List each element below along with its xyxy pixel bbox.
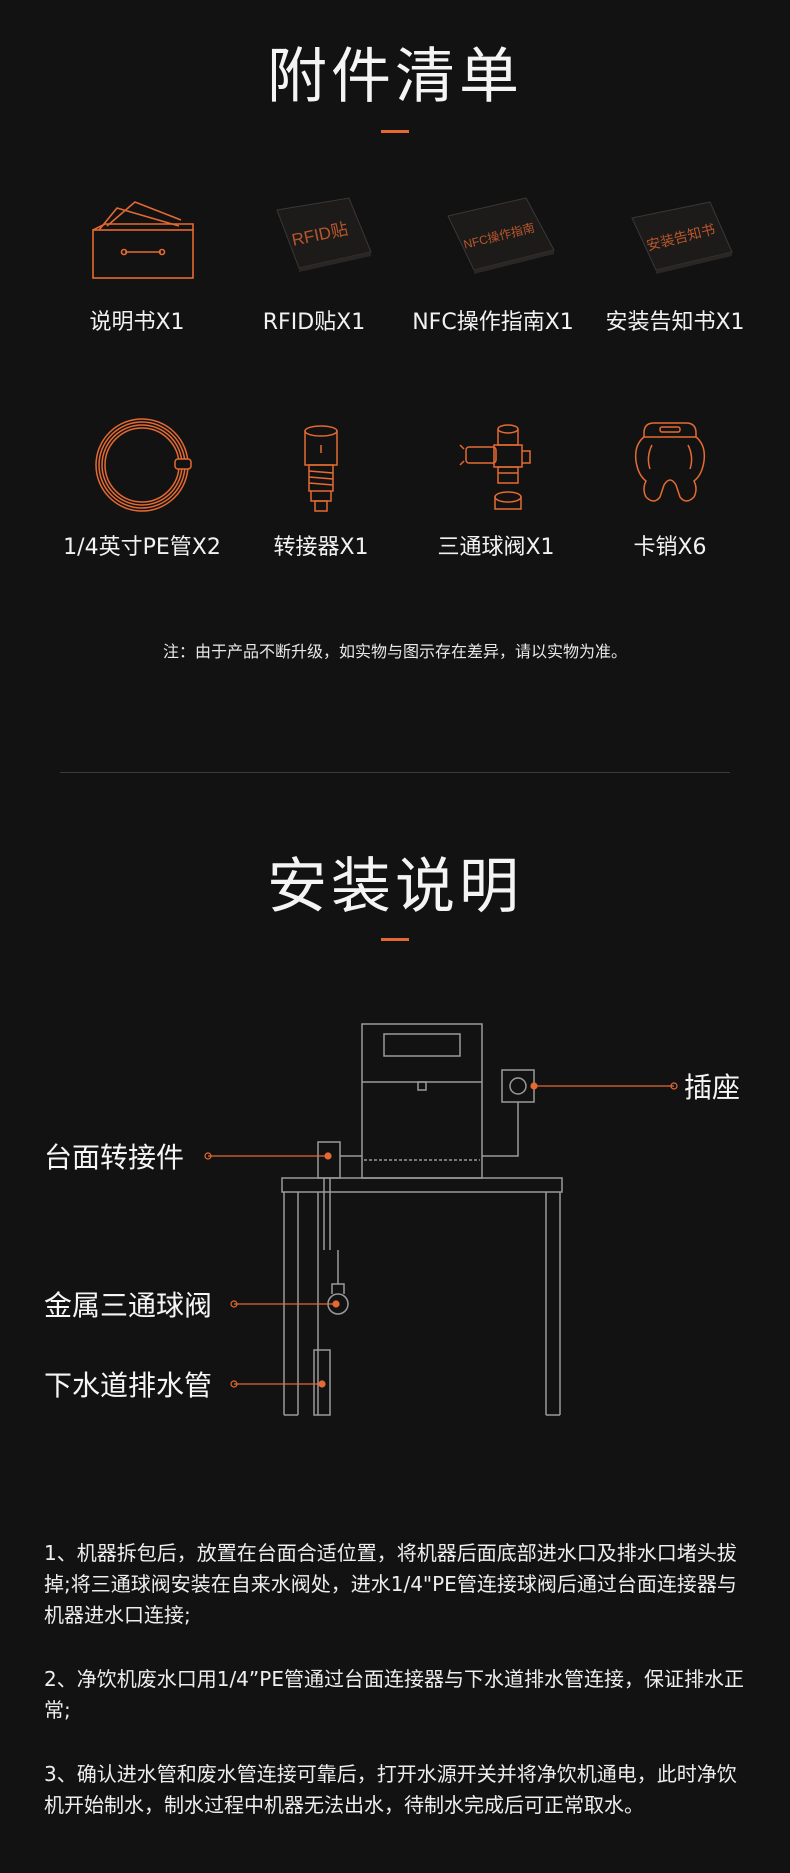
accessory-manual-label: 说明书X1 bbox=[89, 310, 185, 335]
accessory-nfc-guide: NFC操作指南 NFC操作指南X1 bbox=[398, 190, 588, 336]
installation-steps: 1、机器拆包后，放置在台面合适位置，将机器后面底部进水口及排水口堵头拔掉;将三通… bbox=[44, 1538, 749, 1854]
accessory-install-notice: 安装告知书 安装告知书X1 bbox=[580, 190, 770, 336]
accessory-adapter-label: 转接器X1 bbox=[273, 535, 369, 560]
water-purifier-illustration bbox=[361, 1023, 483, 1179]
installation-step-2: 2、净饮机废水口用1/4”PE管通过台面连接器与下水道排水管连接，保证排水正常; bbox=[44, 1667, 744, 1722]
accessory-clip-label: 卡销X6 bbox=[633, 535, 707, 560]
install-notice-card-icon: 安装告知书 bbox=[631, 201, 733, 274]
accessory-rfid: RFID贴 RFID贴X1 bbox=[219, 190, 409, 336]
manual-box-icon bbox=[92, 201, 194, 279]
accessory-tee-valve-label: 三通球阀X1 bbox=[437, 535, 555, 560]
accessory-pe-tube-label: 1/4英寸PE管X2 bbox=[63, 535, 221, 560]
accessory-install-notice-label: 安装告知书X1 bbox=[605, 310, 745, 335]
drain-pipe-illustration bbox=[313, 1349, 331, 1416]
accessory-manual: 说明书X1 bbox=[42, 190, 232, 336]
nfc-guide-card-icon: NFC操作指南 bbox=[447, 197, 555, 274]
installation-diagram bbox=[204, 1023, 678, 1416]
accessory-rfid-label: RFID贴X1 bbox=[262, 310, 366, 335]
tee-valve-icon bbox=[459, 424, 531, 510]
accessory-nfc-guide-label: NFC操作指南X1 bbox=[412, 310, 574, 335]
metal-valve-label: 金属三通球阀 bbox=[44, 1289, 213, 1322]
drain-pipe-label: 下水道排水管 bbox=[44, 1369, 213, 1402]
installation-step-1: 1、机器拆包后，放置在台面合适位置，将机器后面底部进水口及排水口堵头拔掉;将三通… bbox=[44, 1541, 737, 1627]
section-divider bbox=[60, 772, 730, 773]
clip-pin-icon bbox=[634, 422, 706, 502]
installation-title: 安装说明 bbox=[267, 852, 523, 922]
accessories-title-accent bbox=[381, 130, 409, 133]
counter-adapter-label: 台面转接件 bbox=[44, 1141, 185, 1174]
adapter-fitting-icon bbox=[304, 425, 338, 512]
rfid-sticker-icon: RFID贴 bbox=[276, 197, 372, 272]
pe-tube-coil-icon bbox=[95, 418, 192, 512]
accessory-pe-tube: 1/4英寸PE管X2 bbox=[47, 415, 237, 561]
accessories-note: 注：由于产品不断升级，如实物与图示存在差异，请以实物为准。 bbox=[162, 642, 627, 661]
accessory-adapter: 转接器X1 bbox=[226, 415, 416, 561]
accessory-tee-valve: 三通球阀X1 bbox=[401, 415, 591, 561]
installation-title-accent bbox=[381, 938, 409, 941]
socket-label: 插座 bbox=[684, 1071, 741, 1104]
accessory-clip: 卡销X6 bbox=[575, 415, 765, 561]
accessories-title: 附件清单 bbox=[267, 42, 523, 112]
installation-step-3: 3、确认进水管和废水管连接可靠后，打开水源开关并将净饮机通电，此时净饮机开始制水… bbox=[44, 1762, 737, 1817]
counter-adapter-illustration bbox=[317, 1141, 362, 1415]
socket-illustration bbox=[482, 1069, 535, 1157]
